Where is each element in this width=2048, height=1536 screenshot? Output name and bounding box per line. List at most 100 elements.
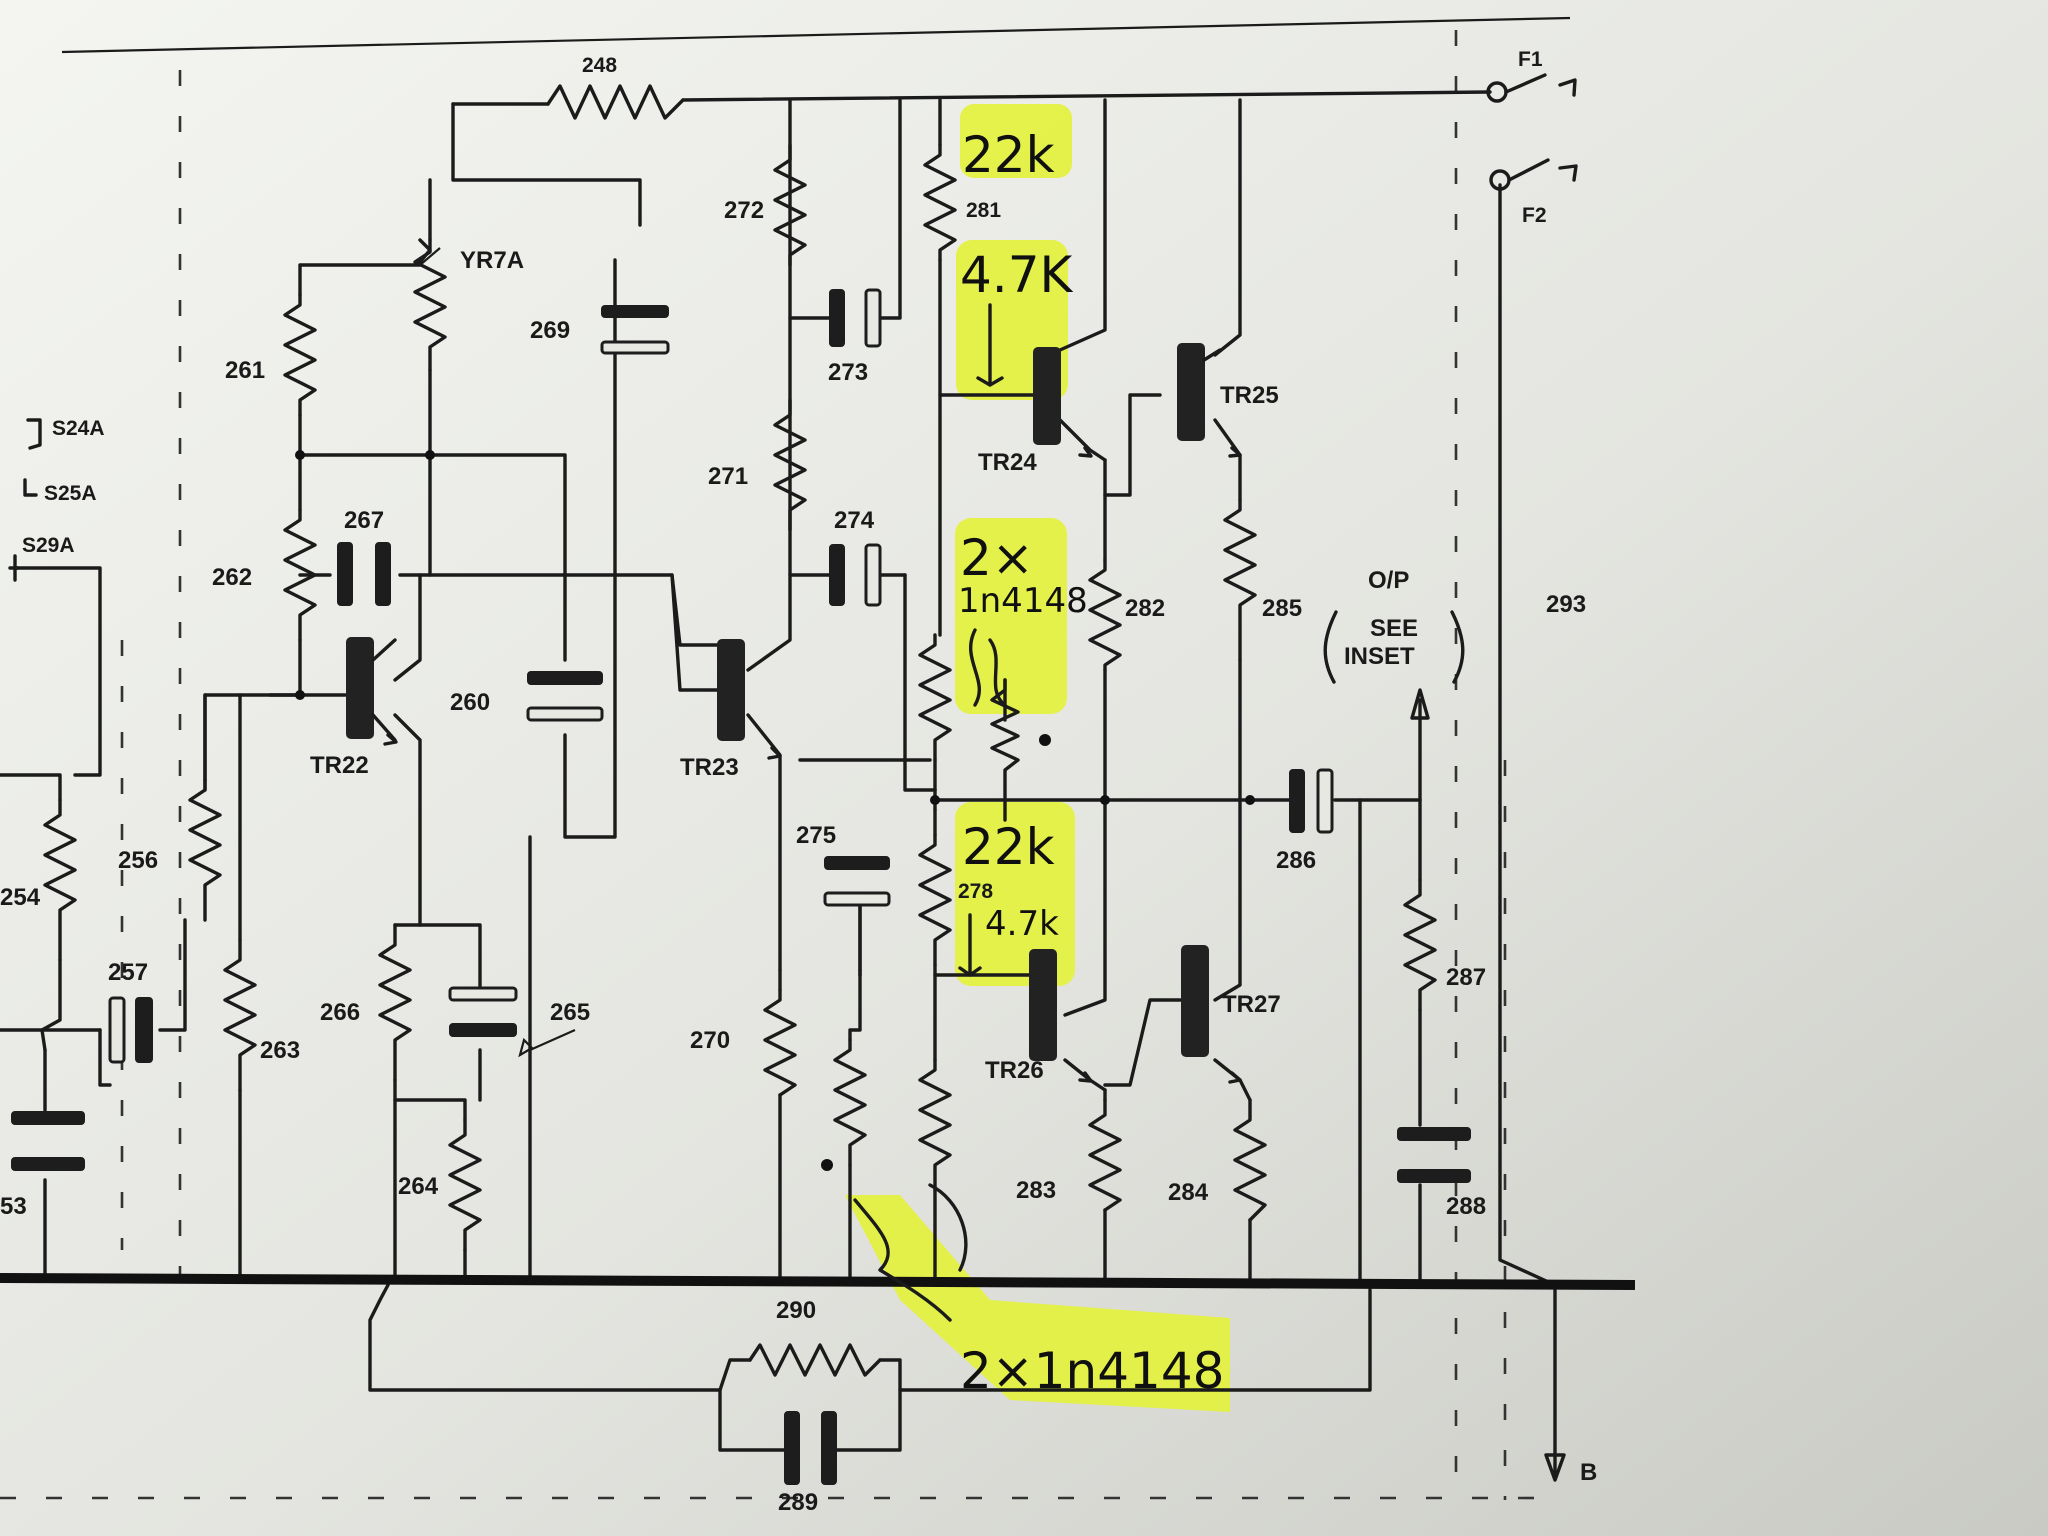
label-282: 282 [1125, 595, 1165, 622]
transistor-tr27-base [1181, 945, 1209, 1057]
resistor-277 [918, 1058, 952, 1192]
resistor-271 [773, 398, 807, 532]
label-254: 254 [0, 884, 41, 911]
note-arrow-mid [958, 913, 982, 977]
label-290: 290 [776, 1297, 816, 1324]
resistor-278 [918, 833, 952, 967]
label-289: 289 [778, 1489, 818, 1516]
label-274: 274 [834, 507, 875, 534]
note-scribble-lower [853, 1183, 968, 1322]
capacitor-257-plate [108, 996, 126, 1064]
label-293: 293 [1546, 591, 1586, 618]
label-284: 284 [1168, 1179, 1209, 1206]
resistor-281 [923, 143, 957, 262]
transistor-tr26-base [1029, 949, 1057, 1061]
label-262: 262 [212, 564, 252, 591]
handwritten-notes: 22k 4.7K 2× 1n4148 22k 4.7k 2×1n4148 [853, 126, 1224, 1400]
label-257: 257 [108, 959, 148, 986]
resistor-256 [188, 778, 222, 922]
note-2x1n4148: 2×1n4148 [960, 1342, 1224, 1400]
resistor-276 [833, 1038, 867, 1167]
label-281: 281 [966, 199, 1001, 222]
label-288: 288 [1446, 1193, 1486, 1220]
label-265: 265 [550, 999, 590, 1026]
capacitor-274-plate [829, 544, 845, 606]
capacitor-286-plate [1289, 769, 1305, 833]
label-266: 266 [320, 999, 360, 1026]
label-see: SEE [1370, 615, 1418, 642]
resistor-284 [1233, 1098, 1267, 1222]
wiring [0, 73, 1578, 1482]
label-256: 256 [118, 847, 158, 874]
capacitor-269-plate [601, 305, 669, 318]
label-inset: INSET [1344, 643, 1415, 670]
resistor-262 [283, 508, 317, 642]
junctions [295, 450, 1255, 1171]
label-b: B [1580, 1459, 1597, 1486]
label-269: 269 [530, 317, 570, 344]
label-yr7a: YR7A [460, 247, 524, 274]
resistor-290 [748, 1343, 882, 1377]
label-272: 272 [724, 197, 764, 224]
transistor-tr25-base [1177, 343, 1205, 441]
capacitor-275-plate [824, 856, 890, 870]
transistor-tr24-base [1033, 347, 1061, 445]
label-287: 287 [1446, 964, 1486, 991]
transistor-tr22-base [346, 637, 374, 739]
note-47k-mid: 4.7k [985, 904, 1059, 944]
transistors [346, 238, 1242, 1084]
resistor-285 [1223, 498, 1257, 662]
label-271: 271 [708, 463, 748, 490]
label-261: 261 [225, 357, 265, 384]
label-273: 273 [828, 359, 868, 386]
capacitor-288-plate [1397, 1127, 1471, 1141]
resistor-283 [1088, 1098, 1122, 1212]
label-s25a: S25A [44, 482, 97, 505]
label-278: 278 [958, 880, 993, 903]
transistor-tr23-base [717, 639, 745, 741]
note-diode-scribble [968, 628, 1007, 707]
dashed-boundaries [0, 16, 1571, 1500]
label-53: 53 [0, 1193, 27, 1220]
note-2x: 2× [960, 529, 1034, 587]
note-1n4148: 1n4148 [958, 581, 1088, 621]
label-tr22: TR22 [310, 752, 369, 779]
label-s29a: S29A [22, 534, 75, 557]
capacitor-265-plate [448, 986, 518, 1002]
label-f1: F1 [1518, 48, 1543, 71]
capacitor-253-plate [11, 1111, 85, 1125]
capacitor-289-plate [784, 1411, 800, 1485]
label-270: 270 [690, 1027, 730, 1054]
ground-bus [0, 1273, 1636, 1290]
label-tr24: TR24 [978, 449, 1037, 476]
resistor-272 [773, 143, 807, 267]
capacitor-267-plate [337, 542, 353, 606]
resistors [43, 143, 1437, 1377]
label-260: 260 [450, 689, 490, 716]
resistor-287 [1403, 878, 1437, 1012]
note-arrow-top [976, 303, 1004, 387]
resistor-266 [378, 923, 412, 1082]
resistor-279 [918, 633, 952, 762]
note-47k-top: 4.7K [960, 246, 1074, 304]
label-tr27: TR27 [1222, 991, 1281, 1018]
label-275: 275 [796, 822, 836, 849]
label-tr26: TR26 [985, 1057, 1044, 1084]
label-tr25: TR25 [1220, 382, 1279, 409]
note-22k-top: 22k [962, 126, 1055, 184]
resistor-270 [763, 988, 797, 1097]
resistor-263 [223, 938, 257, 1092]
resistor-264 [448, 1118, 482, 1252]
label-263: 263 [260, 1037, 300, 1064]
capacitors [11, 288, 1471, 1485]
resistor-248-arrow [419, 247, 441, 266]
label-op: O/P [1368, 567, 1409, 594]
resistor-254 [43, 798, 77, 962]
label-283: 283 [1016, 1177, 1056, 1204]
label-286: 286 [1276, 847, 1316, 874]
label-285: 285 [1262, 595, 1302, 622]
resistor-282 [1088, 558, 1122, 672]
capacitor-273-plate [829, 289, 845, 347]
label-f2: F2 [1522, 204, 1547, 227]
